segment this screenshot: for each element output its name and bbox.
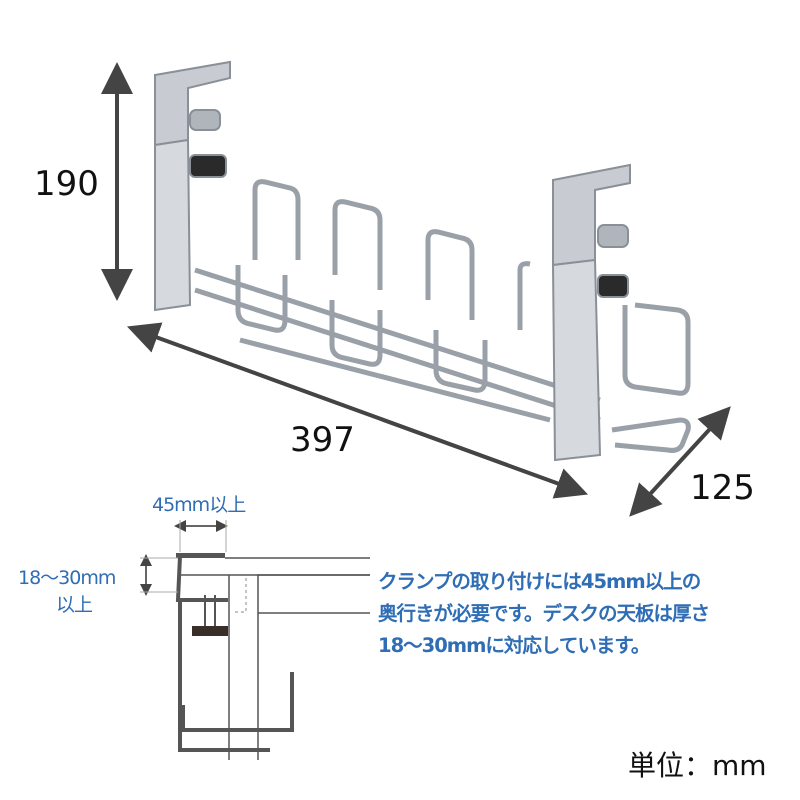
unit-label: 単位：mm <box>628 749 767 782</box>
note-line-1: クランプの取り付けには45mm以上の <box>378 570 701 593</box>
depth-arrow <box>629 406 731 517</box>
thickness-label-line1: 18～30mm <box>18 567 116 589</box>
height-dimension: 190 <box>34 164 99 204</box>
right-clamp <box>551 163 631 462</box>
installation-note: クランプの取り付けには45mm以上の 奥行きが必要です。デスクの天板は厚さ 18… <box>378 566 788 662</box>
note-line-3: 18～30mmに対応しています。 <box>378 634 650 657</box>
clearance-label: 45mm以上 <box>152 494 246 516</box>
left-clamp <box>154 60 231 312</box>
wire-tray <box>194 179 691 453</box>
thickness-label-line2: 以上 <box>56 594 93 616</box>
note-line-2: 奥行きが必要です。デスクの天板は厚さ <box>378 602 710 625</box>
length-dimension: 397 <box>290 420 355 460</box>
length-arrow <box>126 322 589 499</box>
depth-dimension: 125 <box>690 468 755 508</box>
clamp-cross-section <box>140 520 370 760</box>
